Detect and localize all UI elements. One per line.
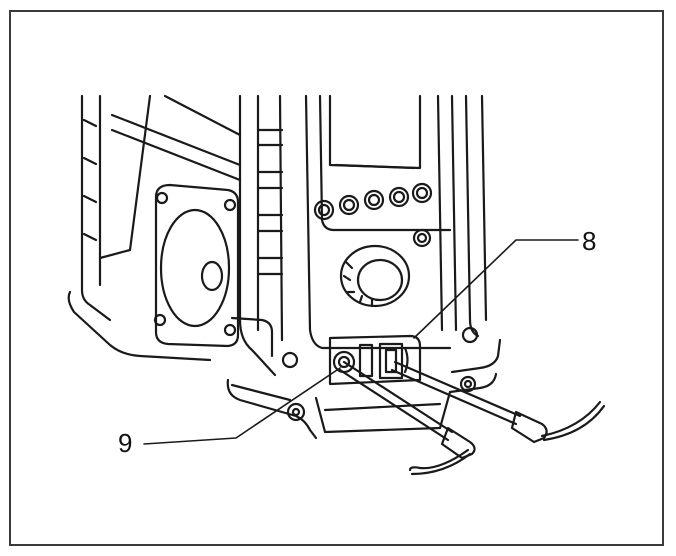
callout-9: 9 [118,428,133,458]
leader-line-9 [143,367,341,445]
front-left-pillar [230,94,299,377]
dc-plug-cable-8 [390,360,606,444]
figure-frame [9,10,664,546]
speaker [153,183,240,348]
leader-line-8 [413,239,579,339]
callout-8: 8 [582,226,597,256]
dc-plug-cable-icon [338,360,476,476]
front-right-pillar [436,94,488,344]
front-panel [304,94,452,350]
top-panel [98,94,242,260]
base-bumper [226,338,502,440]
left-roll-cage [67,94,212,362]
